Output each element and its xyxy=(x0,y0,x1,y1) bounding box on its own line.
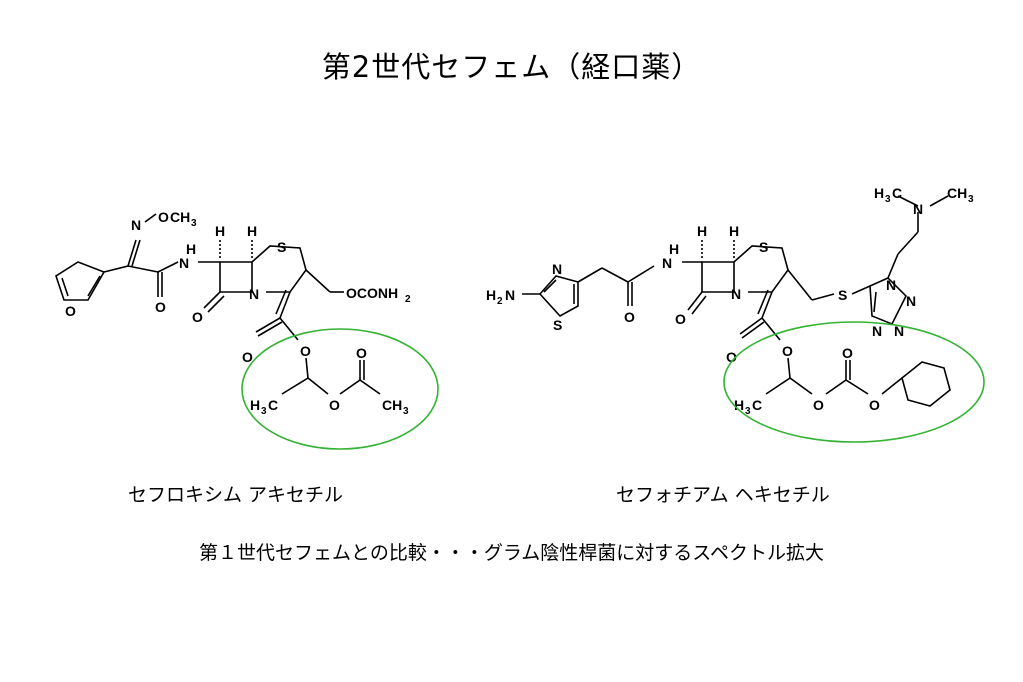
atom-h2: H xyxy=(247,223,257,239)
atom-ch3-methoxy: CH xyxy=(170,209,190,225)
atom-h3c-h-2: H xyxy=(734,397,744,413)
atom-h3c-c-2: C xyxy=(752,397,762,413)
atom-n3-tetrazole: N xyxy=(894,323,904,339)
atom-o-carbonate-2: O xyxy=(869,397,880,413)
cefotiam-hexetil-structure: H 2 N N S O N H H H S N O S N N N N N H … xyxy=(486,185,985,443)
atom-o-carbonate-1: O xyxy=(813,397,824,413)
atom-h2-2: H xyxy=(729,223,739,239)
beta-lactam-ring-2 xyxy=(701,261,735,293)
molecule-name-cefuroxime-axetil: セフロキシム アキセチル xyxy=(128,484,344,506)
svg-text:3: 3 xyxy=(885,194,891,205)
tetrazole-ring xyxy=(869,277,907,326)
slide-title: 第2世代セフェム（経口薬） xyxy=(321,50,702,84)
atom-h3c-top-h: H xyxy=(874,185,884,201)
atom-s-thiazole: S xyxy=(553,317,562,333)
atom-o-lactam-2: O xyxy=(675,311,686,327)
atom-o-acetyl-dbl: O xyxy=(356,345,367,361)
svg-text:3: 3 xyxy=(745,406,751,417)
atom-o-ester-dbl: O xyxy=(242,349,253,365)
atom-h3c-h: H xyxy=(250,397,260,413)
atom-h3c-c: C xyxy=(268,397,278,413)
thiazole-ring xyxy=(538,275,579,318)
atom-o-carbonate-dbl: O xyxy=(842,345,853,361)
atom-n2-tetrazole: N xyxy=(906,293,916,309)
atom-h2n-n: N xyxy=(505,287,515,303)
atom-nh-n-2: N xyxy=(662,255,672,271)
atom-o-amide: O xyxy=(155,299,166,315)
atom-o-ester-2: O xyxy=(782,343,793,359)
group-ocoNH2: OCONH xyxy=(346,285,398,301)
atom-h1: H xyxy=(215,223,225,239)
atom-ch3-top: CH xyxy=(947,185,967,201)
atom-o-methoxy: O xyxy=(158,209,169,225)
atom-n-imine: N xyxy=(131,217,141,233)
slide-footer-note: 第１世代セフェムとの比較・・・グラム陰性桿菌に対するスペクトル拡大 xyxy=(199,542,824,564)
cefuroxime-axetil-structure: N O CH 3 N H H H S O O N O OCONH 2 O O H… xyxy=(55,209,439,450)
svg-text:3: 3 xyxy=(968,194,974,205)
atom-n-thiazole: N xyxy=(552,261,562,277)
atom-o-amide-2: O xyxy=(624,309,635,325)
atom-o-acetyl: O xyxy=(329,397,340,413)
atom-s-thioether: S xyxy=(838,287,847,303)
atom-s: S xyxy=(277,239,286,255)
atom-o-lactam: O xyxy=(192,309,203,325)
svg-text:2: 2 xyxy=(497,296,503,307)
beta-lactam-ring xyxy=(219,261,253,293)
atom-h1-2: H xyxy=(697,223,707,239)
axetil-highlight-ellipse xyxy=(241,328,439,450)
cyclohexyl-ring xyxy=(901,361,951,407)
atom-h3c-top-c: C xyxy=(892,185,902,201)
atom-n4-tetrazole: N xyxy=(872,323,882,339)
atom-nh-h: H xyxy=(186,241,196,257)
atom-n-lactam: N xyxy=(249,286,259,302)
hexetil-highlight-ellipse xyxy=(723,321,985,443)
svg-text:3: 3 xyxy=(191,218,197,229)
atom-nh-h-2: H xyxy=(669,241,679,257)
svg-text:2: 2 xyxy=(405,294,411,305)
atom-h2n-h: H xyxy=(486,287,496,303)
atom-n-lactam-2: N xyxy=(731,286,741,302)
svg-text:3: 3 xyxy=(261,406,267,417)
atom-n-dimethylamino: N xyxy=(913,201,923,217)
atom-o-ester: O xyxy=(300,343,311,359)
atom-n1-tetrazole: N xyxy=(886,277,896,293)
atom-ch3-acetyl: CH xyxy=(382,397,402,413)
atom-nh-n: N xyxy=(179,255,189,271)
svg-text:3: 3 xyxy=(403,406,409,417)
furan-ring xyxy=(55,261,106,301)
atom-o-ester-dbl-2: O xyxy=(726,349,737,365)
atom-s-2: S xyxy=(759,239,768,255)
atom-o-furan: O xyxy=(65,303,76,319)
molecule-name-cefotiam-hexetil: セフォチアム ヘキセチル xyxy=(616,484,830,506)
